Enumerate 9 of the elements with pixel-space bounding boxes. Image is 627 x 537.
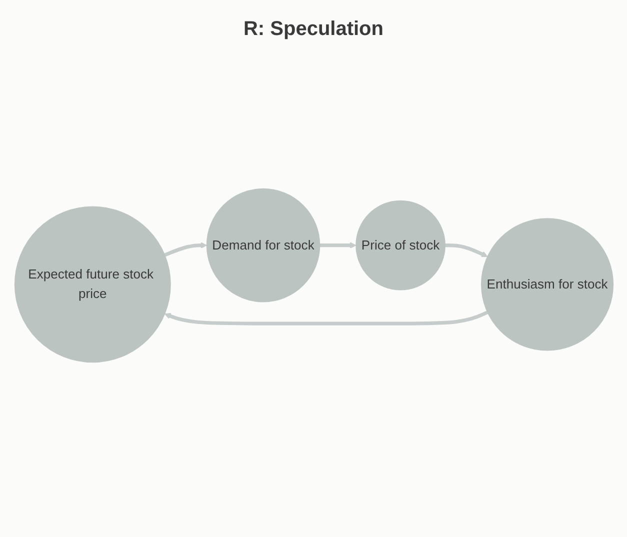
- node-circle: Enthusiasm for stock: [480, 218, 614, 352]
- loop-label: R: Speculation: [243, 18, 384, 41]
- node-circle: Demand for stock: [206, 188, 320, 303]
- node-circle: Price of stock: [355, 200, 445, 291]
- arrow: [444, 244, 488, 258]
- arrow: [164, 242, 207, 258]
- node-circle: Expected future stock price: [14, 206, 170, 364]
- arrow: [319, 242, 356, 249]
- arrow: [164, 311, 488, 326]
